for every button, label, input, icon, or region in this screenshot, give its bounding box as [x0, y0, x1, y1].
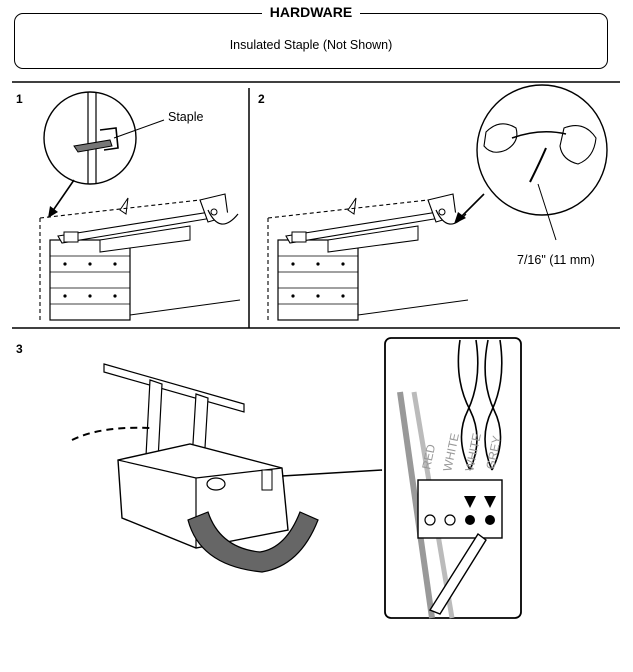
step-2-pointer-arrow: [459, 193, 485, 219]
staple-callout-label: Staple: [168, 110, 204, 124]
step-2-garage-illustration: [267, 193, 469, 323]
step-1-staple-detail-circle: [43, 91, 165, 185]
wire-label-red: RED: [419, 443, 438, 471]
strip-length-label: 7/16" (11 mm): [517, 253, 595, 267]
hardware-title: HARDWARE: [15, 4, 607, 22]
step-2-number: 2: [258, 92, 265, 106]
hardware-item: Insulated Staple (Not Shown): [229, 38, 393, 52]
step-3-pointer-arrow: [281, 469, 383, 477]
step-1-garage-illustration: [39, 193, 241, 323]
wire-label-grey: GREY: [483, 434, 504, 470]
step-2-wire-strip-detail-circle: [476, 84, 608, 241]
hardware-box: HARDWARE Insulated Staple (Not Shown): [14, 4, 608, 69]
step-3-number: 3: [16, 342, 23, 356]
step-1-pointer-arrow: [51, 179, 75, 213]
step-3-terminal-detail-box: RED WHITE WHITE GREY: [384, 337, 522, 619]
step-3-opener-illustration: [71, 363, 319, 573]
step-1-number: 1: [16, 92, 23, 106]
